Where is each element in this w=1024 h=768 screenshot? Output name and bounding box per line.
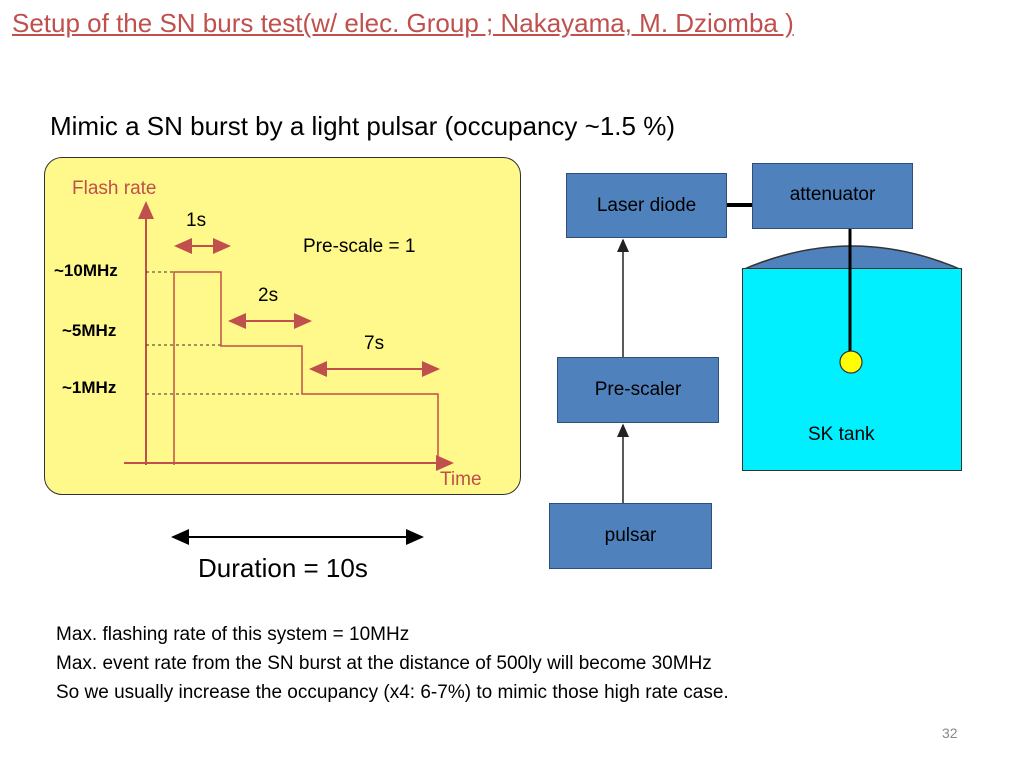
- interval-label-1s: 1s: [186, 210, 207, 231]
- prescale-note: Pre-scale = 1: [303, 236, 416, 257]
- notes-block: Max. flashing rate of this system = 10MH…: [56, 620, 729, 707]
- interval-label-2s: 2s: [258, 285, 279, 306]
- laser-diode-box: Laser diode: [566, 173, 727, 238]
- pulsar-box: pulsar: [549, 503, 712, 569]
- attenuator-label: attenuator: [789, 184, 876, 205]
- x-axis-label: Time: [440, 469, 482, 490]
- pmt-ball: [839, 350, 863, 374]
- page-number: 32: [942, 725, 958, 741]
- prescaler-label: Pre-scaler: [594, 379, 682, 400]
- prescaler-box: Pre-scaler: [557, 357, 719, 423]
- attenuator-box: attenuator: [752, 163, 913, 229]
- rate-label-10mhz: ~10MHz: [54, 261, 118, 280]
- rate-label-1mhz: ~1MHz: [62, 378, 117, 397]
- y-axis-label: Flash rate: [72, 178, 157, 199]
- duration-label: Duration = 10s: [198, 553, 368, 583]
- laser-diode-label: Laser diode: [596, 194, 697, 216]
- sk-tank-label: SK tank: [808, 424, 875, 445]
- rate-label-5mhz: ~5MHz: [62, 321, 117, 340]
- interval-label-7s: 7s: [364, 333, 385, 354]
- note-line: Max. flashing rate of this system = 10MH…: [56, 624, 410, 645]
- note-line: So we usually increase the occupancy (x4…: [56, 682, 729, 703]
- note-line: Max. event rate from the SN burst at the…: [56, 653, 712, 674]
- pulsar-label: pulsar: [604, 525, 657, 546]
- slide-subtitle: Mimic a SN burst by a light pulsar (occu…: [50, 111, 675, 141]
- slide-title: Setup of the SN burs test(w/ elec. Group…: [12, 8, 794, 38]
- rate-waveform: [173, 271, 439, 465]
- tank-dome: [741, 245, 963, 271]
